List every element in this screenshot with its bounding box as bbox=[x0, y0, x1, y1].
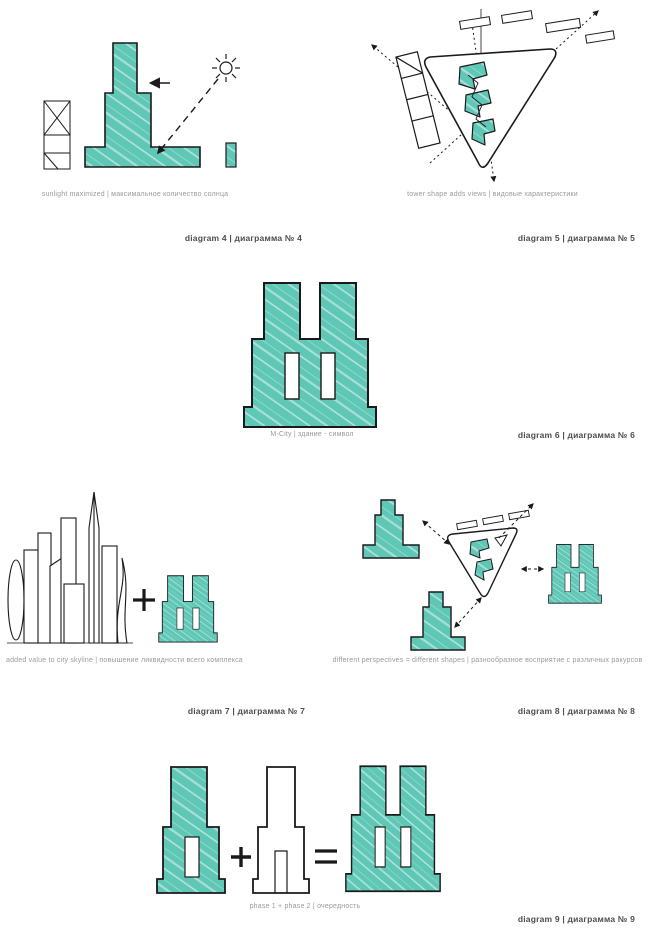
mcity-building-side bbox=[548, 544, 602, 604]
label-diagram-9: diagram 9 | диаграмма № 9 bbox=[517, 914, 635, 924]
caption-diagram-5: tower shape adds views | видовые характе… bbox=[407, 191, 578, 198]
caption-diagram-6: M-City | здание - символ bbox=[270, 431, 354, 438]
label-diagram-7: diagram 7 | диаграмма № 7 bbox=[187, 706, 305, 716]
diagram-5-figure bbox=[360, 5, 620, 190]
diagram-8-figure bbox=[335, 490, 640, 655]
stepped-tower-top bbox=[362, 499, 420, 559]
stepped-tower-bottom bbox=[410, 591, 466, 651]
label-diagram-4: diagram 4 | диаграмма № 4 bbox=[184, 233, 302, 243]
view-bars-small bbox=[456, 509, 530, 531]
perspective-arrow-down bbox=[454, 597, 482, 628]
perspective-arrow-upright bbox=[498, 503, 534, 539]
building-section-shape bbox=[84, 42, 201, 168]
site-plan-triangle bbox=[423, 48, 557, 169]
plus-icon bbox=[231, 847, 251, 867]
view-arrow-upleft bbox=[371, 44, 479, 136]
sunlight-ray-dashed bbox=[156, 78, 219, 155]
plus-icon bbox=[133, 589, 155, 611]
tower-footprints bbox=[458, 61, 496, 146]
small-block bbox=[225, 142, 237, 168]
caption-diagram-8: different perspectives = different shape… bbox=[332, 657, 643, 664]
diagram-9-figure bbox=[145, 755, 455, 900]
diagram-4-figure bbox=[30, 35, 250, 175]
mcity-building bbox=[243, 282, 377, 428]
diagram-7-figure bbox=[5, 478, 220, 658]
label-diagram-6: diagram 6 | диаграмма № 6 bbox=[517, 430, 635, 440]
caption-diagram-4: sunlight maximized | максимальное количе… bbox=[41, 191, 229, 198]
neighbor-building-outline bbox=[43, 100, 71, 170]
mcity-building-small bbox=[158, 575, 218, 643]
diagram-6-figure bbox=[240, 276, 380, 431]
footprint-edges bbox=[467, 74, 487, 128]
equals-icon bbox=[315, 849, 337, 864]
city-skyline bbox=[7, 491, 133, 644]
label-diagram-5: diagram 5 | диаграмма № 5 bbox=[517, 233, 635, 243]
plan-footprints-small bbox=[469, 534, 508, 581]
label-diagram-8: diagram 8 | диаграмма № 8 bbox=[517, 706, 635, 716]
caption-diagram-9: phase 1 + phase 2 | очередность bbox=[249, 903, 361, 910]
slab-building-outline bbox=[395, 51, 441, 149]
view-bars bbox=[458, 10, 616, 44]
sun-icon bbox=[212, 54, 240, 82]
phase1-building bbox=[156, 766, 226, 894]
mcity-building-result bbox=[344, 765, 442, 893]
phase2-building bbox=[252, 766, 310, 894]
perspective-arrow-upleft bbox=[422, 520, 450, 545]
view-arrow-down bbox=[471, 22, 497, 183]
caption-diagram-7: added value to city skyline | повышение … bbox=[6, 657, 243, 664]
